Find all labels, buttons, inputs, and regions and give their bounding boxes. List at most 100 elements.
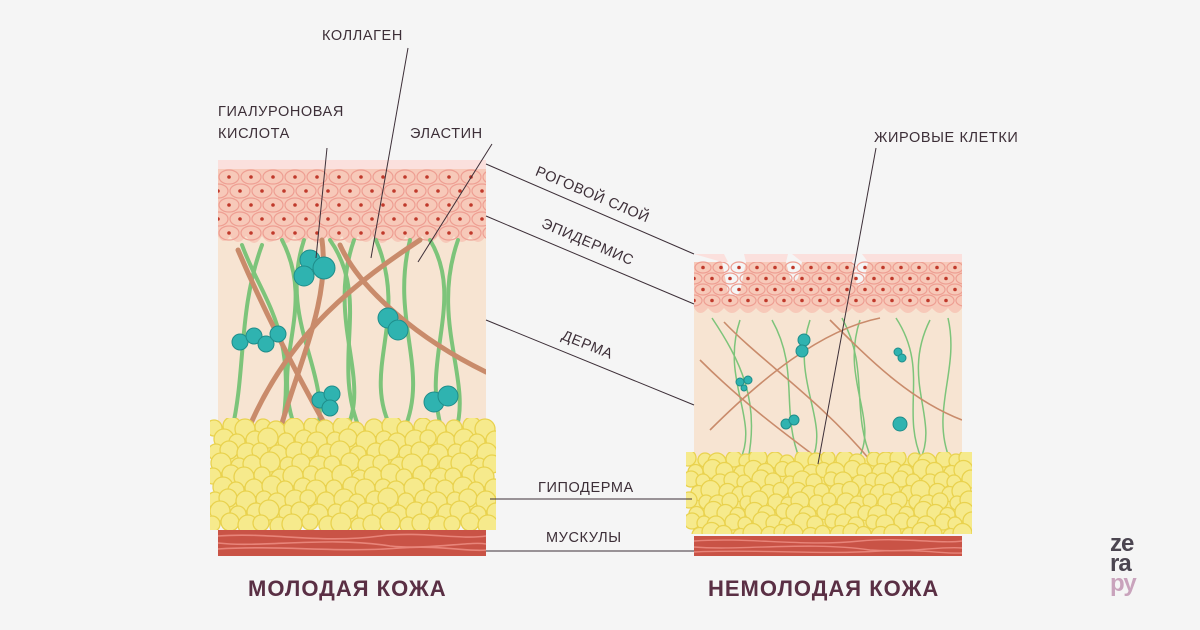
label-hyaluronic-line1: ГИАЛУРОНОВАЯ bbox=[218, 104, 344, 120]
cell-nucleus bbox=[782, 298, 786, 303]
cell-nucleus bbox=[359, 231, 363, 235]
cell-nucleus bbox=[469, 231, 473, 235]
epidermal-cell bbox=[262, 225, 284, 241]
cell-nucleus bbox=[872, 298, 876, 303]
fat-cell bbox=[952, 522, 972, 534]
epidermal-cell bbox=[883, 272, 901, 285]
cell-nucleus bbox=[881, 265, 885, 270]
epidermal-cell bbox=[811, 272, 829, 285]
leader-stratum bbox=[485, 163, 695, 255]
cell-nucleus bbox=[304, 217, 308, 221]
cell-nucleus bbox=[458, 189, 462, 193]
cell-nucleus bbox=[436, 217, 440, 221]
cell-nucleus bbox=[935, 265, 939, 270]
cell-nucleus bbox=[944, 298, 948, 303]
epidermal-cell bbox=[416, 197, 438, 213]
label-collagen: КОЛЛАГЕН bbox=[322, 28, 403, 44]
old-hypodermis bbox=[686, 452, 972, 534]
cell-nucleus bbox=[791, 287, 795, 292]
epidermal-cell bbox=[427, 211, 449, 227]
epidermal-cell bbox=[317, 211, 339, 227]
cell-nucleus bbox=[359, 203, 363, 207]
cell-nucleus bbox=[337, 231, 341, 235]
cell-nucleus bbox=[854, 298, 858, 303]
epidermal-cell bbox=[730, 283, 748, 296]
epidermal-cell bbox=[273, 211, 295, 227]
epidermal-cell bbox=[295, 211, 317, 227]
cell-nucleus bbox=[513, 231, 517, 235]
cell-nucleus bbox=[827, 265, 831, 270]
cell-nucleus bbox=[315, 203, 319, 207]
old-skin-panel bbox=[686, 254, 984, 556]
epidermal-cell bbox=[416, 225, 438, 241]
cell-nucleus bbox=[694, 276, 696, 281]
epidermal-cell bbox=[910, 283, 928, 296]
fat-cell bbox=[714, 524, 733, 534]
leader-elastin bbox=[417, 143, 493, 263]
hyaluronic-molecule bbox=[897, 353, 907, 363]
cell-nucleus bbox=[854, 276, 858, 281]
epidermal-cell bbox=[494, 184, 514, 198]
epidermal-cell bbox=[229, 183, 251, 199]
cell-nucleus bbox=[719, 287, 723, 292]
epidermal-cell bbox=[820, 283, 838, 296]
hyaluronic-molecule bbox=[797, 333, 811, 347]
cell-nucleus bbox=[746, 276, 750, 281]
cell-nucleus bbox=[403, 203, 407, 207]
epidermal-cell bbox=[240, 225, 262, 241]
cell-nucleus bbox=[926, 298, 930, 303]
epidermal-cell bbox=[229, 211, 251, 227]
hyaluronic-molecule bbox=[892, 416, 908, 432]
epidermal-cell bbox=[901, 272, 919, 285]
epidermal-cell bbox=[892, 283, 910, 296]
epidermal-cell bbox=[394, 225, 416, 241]
cell-nucleus bbox=[755, 265, 759, 270]
cell-nucleus bbox=[249, 203, 253, 207]
label-hypodermis: ГИПОДЕРМА bbox=[538, 480, 634, 496]
cell-nucleus bbox=[218, 217, 220, 221]
cell-nucleus bbox=[436, 189, 440, 193]
cell-nucleus bbox=[271, 203, 275, 207]
epidermal-cell bbox=[802, 283, 820, 296]
hyaluronic-molecule bbox=[269, 325, 287, 343]
epidermal-cell bbox=[730, 261, 748, 274]
cell-nucleus bbox=[469, 203, 473, 207]
cell-nucleus bbox=[447, 203, 451, 207]
cell-nucleus bbox=[881, 287, 885, 292]
fat-cell bbox=[252, 514, 270, 530]
cell-nucleus bbox=[694, 298, 696, 303]
cell-nucleus bbox=[348, 189, 352, 193]
old-hyaluronic-acid bbox=[735, 333, 908, 432]
epidermal-cell bbox=[793, 294, 811, 307]
cell-nucleus bbox=[773, 265, 777, 270]
epidermal-cell bbox=[262, 169, 284, 185]
leader-fat-cells bbox=[817, 147, 877, 465]
fat-cell bbox=[460, 512, 480, 530]
epidermal-cell bbox=[218, 211, 229, 227]
cell-nucleus bbox=[260, 189, 264, 193]
hyaluronic-molecule bbox=[740, 384, 748, 392]
epidermal-cell bbox=[273, 183, 295, 199]
cell-nucleus bbox=[926, 276, 930, 281]
epidermal-cell bbox=[739, 294, 757, 307]
cell-nucleus bbox=[980, 277, 984, 281]
old-muscle bbox=[693, 536, 963, 556]
young-epidermis bbox=[218, 168, 517, 243]
epidermal-cell bbox=[928, 283, 946, 296]
epidermal-cell bbox=[460, 169, 482, 185]
cell-nucleus bbox=[899, 265, 903, 270]
hyaluronic-molecule bbox=[743, 375, 753, 385]
fat-cell bbox=[210, 515, 221, 530]
epidermal-cell bbox=[883, 294, 901, 307]
fat-cell bbox=[411, 513, 431, 530]
epidermal-cell bbox=[748, 283, 766, 296]
old-stratum-corneum bbox=[694, 254, 962, 262]
epidermal-cell bbox=[965, 284, 981, 295]
cell-nucleus bbox=[392, 189, 396, 193]
cell-nucleus bbox=[719, 265, 723, 270]
cell-nucleus bbox=[403, 231, 407, 235]
cell-nucleus bbox=[791, 265, 795, 270]
cell-nucleus bbox=[326, 217, 330, 221]
young-skin-panel bbox=[210, 160, 517, 556]
fat-cell bbox=[924, 524, 943, 534]
